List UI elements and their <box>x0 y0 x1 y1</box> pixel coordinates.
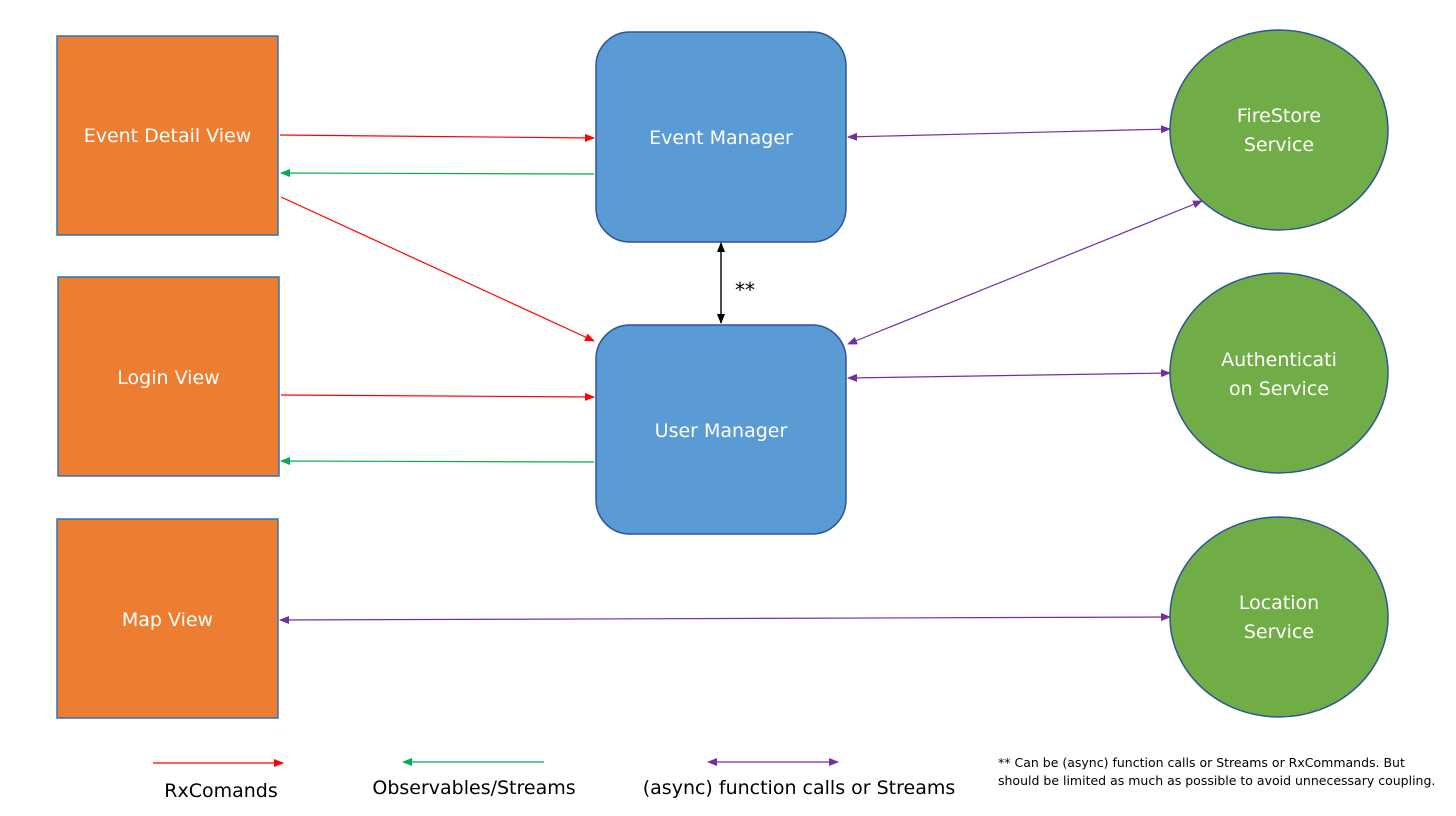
observable-arrow-event-manager-to-event-detail <box>280 169 595 178</box>
legend-observables-label: Observables/Streams <box>372 777 575 799</box>
legend-function-calls-label: (async) function calls or Streams <box>643 777 956 799</box>
user-manager-node: User Manager <box>595 324 847 535</box>
footnote: ** Can be (async) function calls or Stre… <box>998 755 1436 788</box>
function-call-arrow-event-manager-firestore <box>847 125 1171 141</box>
map-view-node: Map View <box>56 518 279 719</box>
location-service-label-line-1: Location <box>1239 592 1319 614</box>
function-call-arrow-map-view-location <box>279 613 1171 624</box>
legend-rx-commands-label: RxComands <box>164 780 278 802</box>
location-service-node: Location Service <box>1169 516 1389 718</box>
authentication-service-label-line-1: Authenticati <box>1221 349 1337 371</box>
map-view-label: Map View <box>122 609 213 631</box>
legend: RxComands Observables/Streams (async) fu… <box>153 758 956 802</box>
observable-arrow-user-manager-to-login <box>280 457 595 466</box>
authentication-service-label-line-2: on Service <box>1229 378 1329 400</box>
rx-command-arrow-event-detail-to-event-manager <box>279 133 595 142</box>
location-service-label-line-2: Service <box>1244 621 1314 643</box>
firestore-service-label-line-2: Service <box>1244 134 1314 156</box>
firestore-service-node: FireStore Service <box>1169 29 1389 231</box>
function-call-arrow-user-manager-authentication <box>847 369 1171 382</box>
manager-link-asterisks: ** <box>735 278 755 302</box>
rx-command-arrow-login-to-user-manager <box>280 392 595 401</box>
function-call-arrow-user-manager-firestore <box>847 200 1203 345</box>
authentication-service-node: Authenticati on Service <box>1169 272 1389 474</box>
firestore-service-label-line-1: FireStore <box>1237 105 1321 127</box>
event-detail-view-label: Event Detail View <box>84 125 252 147</box>
event-manager-label: Event Manager <box>649 127 793 149</box>
login-view-label: Login View <box>117 367 219 389</box>
login-view-node: Login View <box>57 276 280 477</box>
rx-command-arrow-event-detail-to-user-manager <box>280 196 595 342</box>
user-manager-label: User Manager <box>655 420 788 442</box>
event-manager-node: Event Manager <box>595 31 847 243</box>
event-detail-view-node: Event Detail View <box>56 35 279 236</box>
